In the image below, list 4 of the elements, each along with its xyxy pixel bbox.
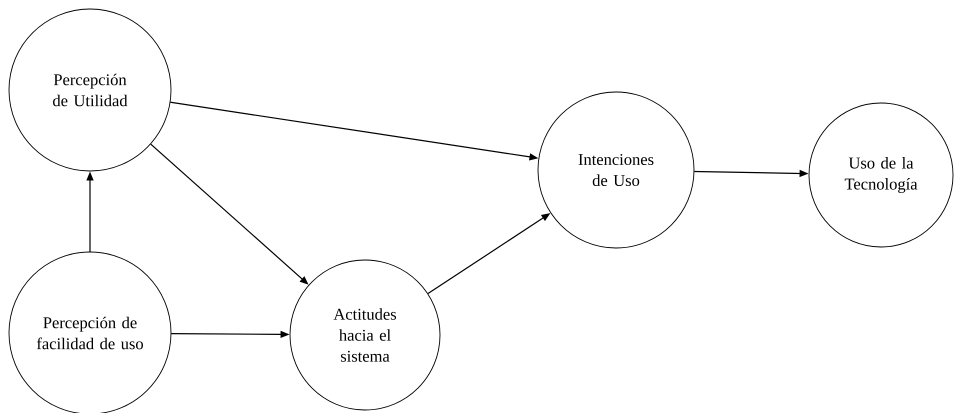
circle-node: Uso de la Tecnología — [808, 102, 954, 248]
circle-node: Actitudes hacia el sistema — [290, 260, 440, 410]
circle-node: Intenciones de Uso — [538, 92, 694, 248]
circle-node: Percepción de Utilidad — [8, 8, 172, 172]
